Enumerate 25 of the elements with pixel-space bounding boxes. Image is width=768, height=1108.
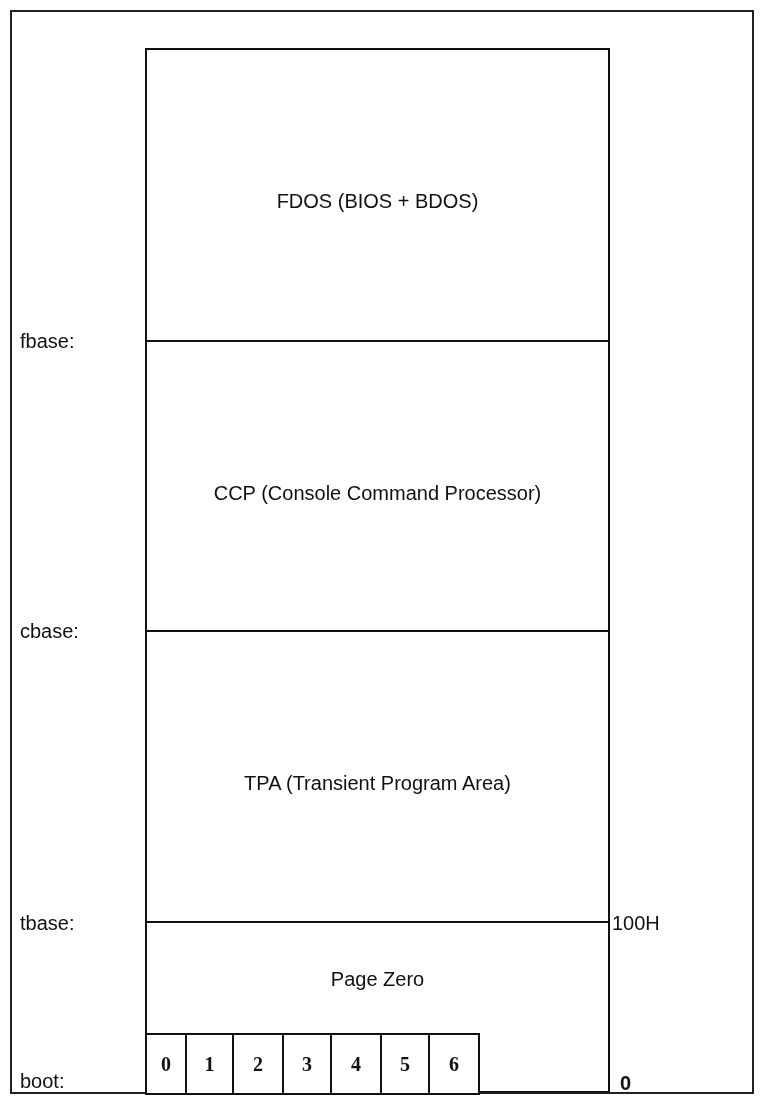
cell-number: 1 — [204, 1052, 215, 1076]
cell-number: 0 — [161, 1052, 171, 1076]
region-label: CCP (Console Command Processor) — [212, 482, 543, 505]
cell-number: 2 — [253, 1052, 263, 1076]
byte-cell — [145, 1033, 187, 1095]
address-label: boot: — [20, 1070, 65, 1093]
cell-number: 3 — [302, 1052, 312, 1076]
byte-cell — [330, 1033, 382, 1095]
byte-cell — [428, 1033, 480, 1095]
region-label: TPA (Transient Program Area) — [243, 772, 512, 795]
region-label: Page Zero — [329, 968, 426, 991]
address-label: cbase: — [20, 620, 79, 643]
cell-number: 5 — [400, 1052, 410, 1076]
cell-number: 6 — [449, 1052, 459, 1076]
address-value: 0 — [620, 1072, 632, 1095]
memory-region — [145, 921, 610, 1093]
address-label: fbase: — [20, 330, 75, 353]
address-label: tbase: — [20, 912, 75, 935]
region-label: FDOS (BIOS + BDOS) — [275, 190, 480, 213]
address-value: 100H — [612, 912, 660, 935]
byte-cell — [185, 1033, 234, 1095]
byte-cell — [380, 1033, 430, 1095]
cell-number: 4 — [351, 1052, 361, 1076]
byte-cell — [282, 1033, 332, 1095]
byte-cell — [232, 1033, 284, 1095]
